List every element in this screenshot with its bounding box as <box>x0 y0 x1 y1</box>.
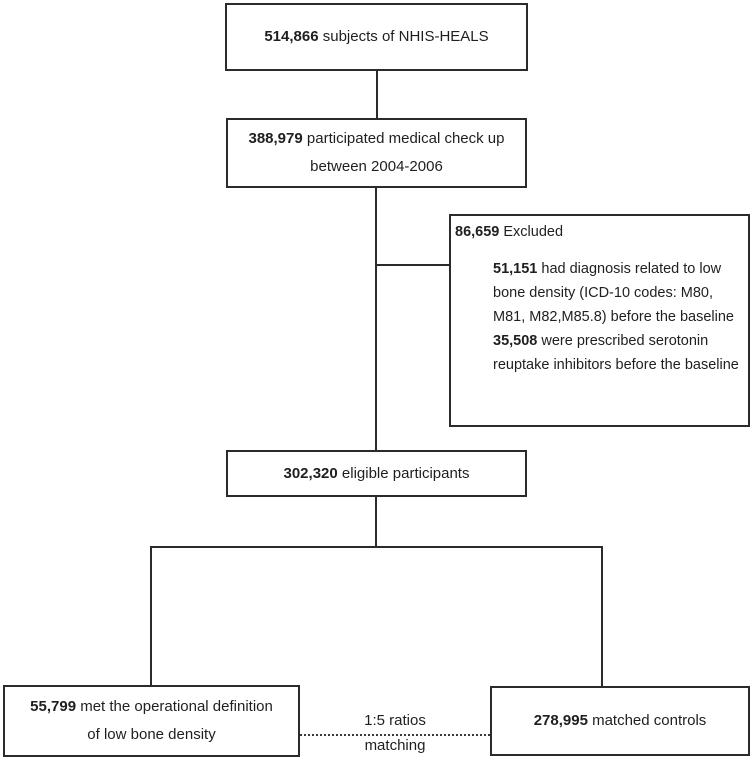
count-label: were prescribed serotonin reuptake inhib… <box>493 333 739 373</box>
box-text: 278,995 matched controls <box>534 707 707 735</box>
box-line1: 388,979 participated medical check up <box>248 125 504 153</box>
count-value: 388,979 <box>248 130 303 147</box>
count-label: subjects of NHIS-HEALS <box>318 28 489 45</box>
connector-box2-box3 <box>375 188 377 450</box>
box-text: 388,979 participated medical check up be… <box>248 125 504 181</box>
box-line1: 55,799 met the operational definition <box>30 693 273 721</box>
connector-excluded-branch <box>376 264 449 266</box>
box-line2: of low bone density <box>87 726 216 743</box>
count-label: Excluded <box>499 224 564 240</box>
count-value: 35,508 <box>493 333 538 349</box>
flow-box-excluded: 86,659 Excluded 51,151 had diagnosis rel… <box>449 214 750 427</box>
matching-label-line2: matching <box>364 737 426 754</box>
count-label: had diagnosis related to low bone densit… <box>493 261 734 325</box>
count-label: matched controls <box>587 712 707 729</box>
flow-box-checkup: 388,979 participated medical check up be… <box>226 118 527 188</box>
excluded-items: 51,151 had diagnosis related to low bone… <box>455 257 742 377</box>
flow-box-low-bone-density: 55,799 met the operational definition of… <box>3 685 300 757</box>
count-value: 55,799 <box>30 698 77 715</box>
matching-label-line1: 1:5 ratios <box>364 712 426 729</box>
flow-box-matched-controls: 278,995 matched controls <box>490 686 750 756</box>
count-value: 278,995 <box>533 712 588 729</box>
excluded-header: 86,659 Excluded <box>455 220 742 244</box>
count-value: 302,320 <box>283 464 338 482</box>
flow-box-total-subjects: 514,866 subjects of NHIS-HEALS <box>225 3 528 71</box>
box-line2: between 2004-2006 <box>310 158 443 175</box>
connector-matching-dotted <box>300 734 490 736</box>
flow-box-eligible: 302,320 eligible participants <box>226 450 527 497</box>
connector-split-right <box>601 546 603 686</box>
connector-split-horizontal <box>150 546 603 548</box>
box-text: 302,320 eligible participants <box>284 460 470 488</box>
matching-label: 1:5 ratios matching <box>330 708 460 758</box>
count-label: eligible participants <box>337 464 470 482</box>
count-label: met the operational definition <box>76 698 273 715</box>
count-value: 51,151 <box>493 261 538 277</box>
count-value: 86,659 <box>455 224 500 240</box>
connector-box1-box2 <box>376 71 378 118</box>
excluded-item-diagnosis: 51,151 had diagnosis related to low bone… <box>493 257 742 329</box>
count-label: participated medical check up <box>302 130 505 147</box>
connector-box3-split <box>375 497 377 546</box>
connector-split-left <box>150 546 152 685</box>
box-text: 55,799 met the operational definition of… <box>30 693 273 749</box>
box-text: 514,866 subjects of NHIS-HEALS <box>264 23 488 51</box>
excluded-item-ssri: 35,508 were prescribed serotonin reuptak… <box>493 329 742 377</box>
count-value: 514,866 <box>264 28 319 45</box>
